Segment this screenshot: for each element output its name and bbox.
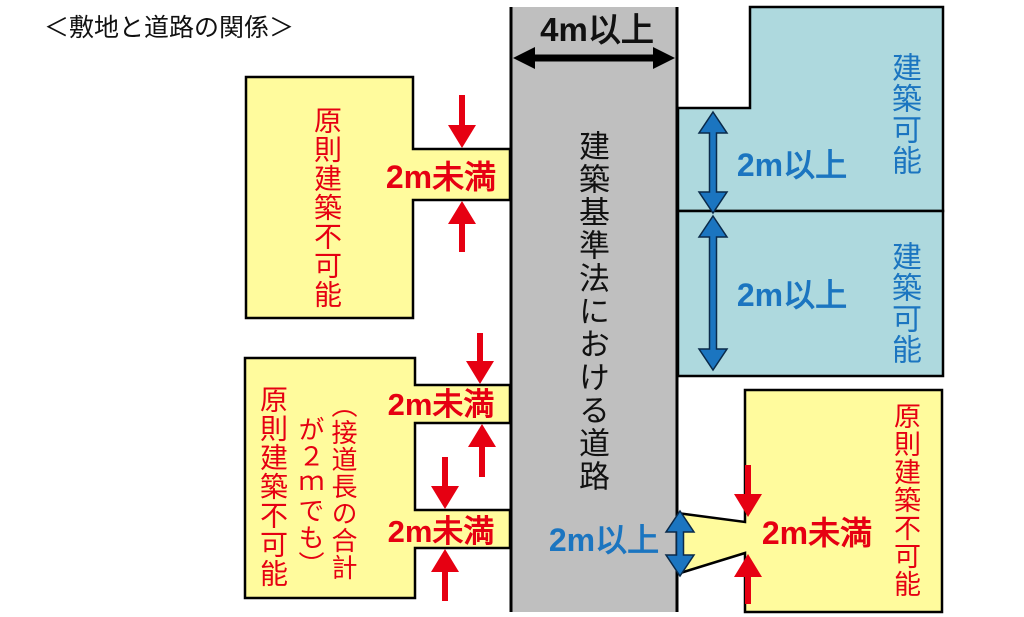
red-dim-arrow-up-2: [468, 424, 496, 477]
middle-left-note-col-left: が２ｍでも）: [295, 416, 325, 578]
red-dim-arrow-up-1: [448, 201, 476, 252]
upper-right-status-label: 建築可能: [887, 52, 920, 176]
middle-left-status-label: 原則建築不可能: [257, 385, 288, 588]
page-title: ＜敷地と道路の関係＞: [44, 14, 295, 42]
road-surface: [510, 7, 678, 612]
parcel-top-left: [244, 75, 512, 320]
blue-dim-arrow-3: [664, 509, 696, 578]
road-width-label: 4m以上: [540, 11, 654, 48]
road-width-arrow: [513, 47, 675, 69]
middle-left-note-col-right: （接道長の合計: [328, 392, 358, 581]
middle-left-frontage-label-lower: 2m未満: [387, 514, 495, 549]
lower-right-status-label: 建築可能: [887, 241, 920, 365]
road-name-label: 建築基準法における道路: [574, 130, 609, 493]
top-left-frontage-label: 2m未満: [385, 159, 497, 195]
upper-right-frontage-label: 2m以上: [736, 147, 848, 183]
blue-dim-arrow-1: [697, 110, 729, 215]
bottom-right-frontage-road-label: 2m以上: [548, 522, 660, 558]
parcel-bottom-right: [677, 390, 942, 612]
red-dim-arrow-down-3: [431, 457, 459, 509]
red-dim-arrow-up-4: [734, 554, 762, 604]
middle-left-frontage-label-upper: 2m未満: [387, 387, 495, 422]
bottom-right-frontage-parcel-label: 2m未満: [761, 515, 873, 551]
blue-dim-arrow-2: [697, 214, 729, 372]
bottom-right-status-label: 原則建築不可能: [890, 402, 920, 598]
red-dim-arrow-up-3: [431, 549, 459, 601]
red-dim-arrow-down-4: [734, 465, 762, 517]
parcel-lower-right: [676, 209, 945, 378]
top-left-status-label: 原則建築不可能: [311, 106, 342, 309]
red-dim-arrow-down-1: [448, 95, 476, 148]
lower-right-frontage-label: 2m以上: [736, 277, 848, 313]
parcel-middle-left: [243, 356, 512, 600]
red-dim-arrow-down-2: [466, 333, 494, 384]
